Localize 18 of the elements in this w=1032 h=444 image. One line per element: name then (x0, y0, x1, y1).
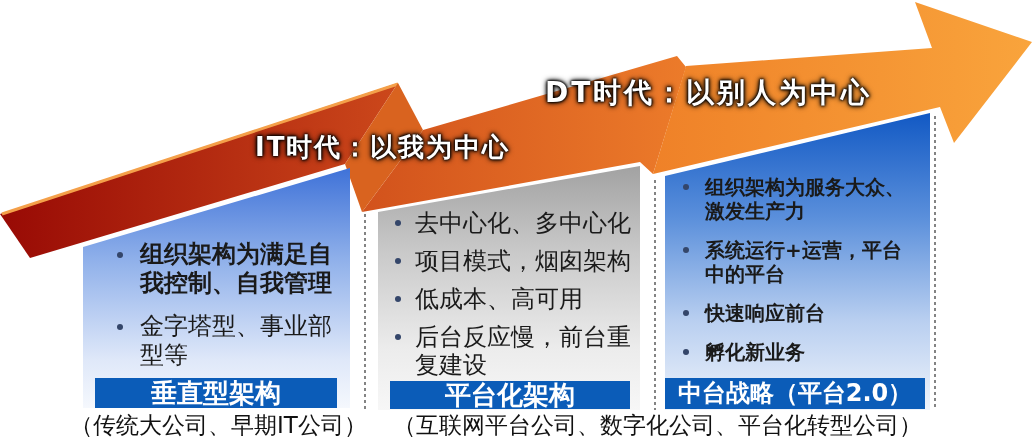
bullet-text: 快速响应前台 (705, 301, 826, 325)
title-bar: 垂直型架构 (95, 378, 337, 408)
bullet-text: 孵化新业务 (705, 340, 806, 364)
bullet-text: 项目模式，烟囱架构 (415, 247, 632, 275)
column-panel (378, 166, 640, 410)
caption-text: （传统大公司、早期IT公司） (70, 411, 367, 440)
caption-text: （互联网平台公司、数字化公司、平台化转型公司） (393, 411, 922, 440)
bullet-text: 组织架构为服务大众、激发生产力 (705, 175, 906, 223)
bullet-text: 后台反应慢，前台重复建设 (415, 323, 632, 379)
bullet-text: 低成本、高可用 (415, 285, 584, 313)
arrow-label: IT时代：以我为中心 (255, 132, 511, 162)
title-bar: 中台战略（平台2.0） (665, 378, 925, 409)
bullet-text: 组织架构为满足自我控制、自我管理 (140, 240, 333, 298)
bullet-text: 去中心化、多中心化 (415, 209, 632, 237)
bullet-text: 系统运行+运营，平台中的平台 (705, 238, 903, 286)
bullet-text: 金字塔型、事业部型等 (140, 312, 333, 370)
title-bar: 平台化架构 (390, 381, 630, 409)
column-panel (665, 113, 930, 410)
